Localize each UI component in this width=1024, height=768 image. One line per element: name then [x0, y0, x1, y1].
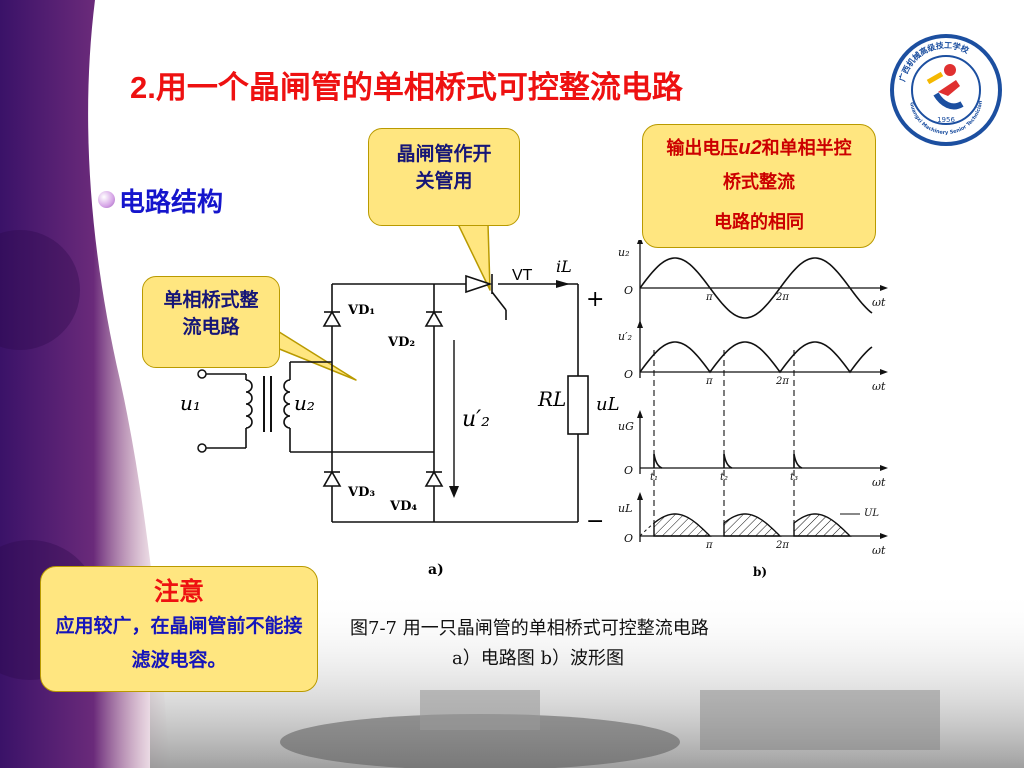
page-title: 2.用一个晶闸管的单相桥式可控整流电路	[130, 62, 683, 107]
logo-figure-icon	[938, 80, 960, 96]
output-callout: 输出电压u2和单相半控桥式整流 电路的相同	[642, 124, 876, 248]
panel-2-xlabel: ωt	[872, 476, 886, 489]
label-vd2: VD₂	[387, 335, 415, 350]
ul-hatched-segment-0	[653, 513, 712, 537]
label-u2-prime: u′₂	[462, 407, 490, 432]
panel-2-ylabel: uG	[618, 420, 634, 433]
label-plus: +	[586, 287, 604, 312]
output-text-part1: 输出电压	[666, 138, 739, 159]
panel-3-y-arrow-icon	[637, 492, 643, 500]
output-variable: u2	[738, 137, 762, 159]
il-arrow-icon	[556, 280, 570, 288]
panel-1-origin: O	[624, 368, 633, 381]
transformer-primary-coil	[245, 379, 253, 429]
output-text-part3: 电路的相同	[714, 212, 804, 233]
thyristor-vt	[465, 274, 507, 320]
panel-3-tick-0: π	[705, 540, 713, 551]
panel-2-tick-0: t₁	[650, 472, 658, 483]
diode-vd4	[424, 470, 444, 487]
figure-caption-line1: 图7-7 用一只晶闸管的单相桥式可控整流电路	[350, 618, 709, 639]
circuit-sublabel-a: a)	[428, 562, 444, 578]
panel-3-xlabel: ωt	[872, 544, 886, 557]
panel-0-xlabel: ωt	[872, 296, 886, 309]
panel-1-tick-1: 2π	[775, 376, 789, 387]
logo-year: 1956	[937, 116, 955, 124]
diode-vd1	[322, 310, 342, 327]
bullet-text: 电路结构	[119, 188, 224, 218]
bridge-callout-text: 单相桥式整流电路	[163, 289, 259, 338]
u2p-arrow-icon	[449, 486, 459, 498]
panel-1-y-arrow-icon	[637, 320, 643, 328]
panel-0-y-arrow-icon	[637, 240, 643, 244]
ul-hatched-segment-2	[793, 513, 852, 537]
label-vt: VT	[512, 267, 533, 284]
school-logo: 广西机械高级技工学校 Guangxi Machinery Senior Tech…	[890, 34, 1002, 146]
gate-pulse-0	[653, 453, 663, 469]
diode-vd3	[322, 470, 342, 487]
input-terminal-top	[197, 369, 207, 379]
panel-0-origin: O	[624, 284, 633, 297]
circuit-diagram: VD₁ VD₂ VD₃ VD₄ VT iL u₁ u₂ u′₂ RL uL + …	[180, 257, 620, 578]
panel-2-tick-1: t₂	[720, 472, 728, 483]
gate-pulse-2	[793, 453, 803, 469]
label-vd4: VD₄	[389, 499, 417, 514]
label-ul: uL	[596, 394, 620, 415]
waveform-sublabel-b: b)	[753, 565, 767, 579]
switch-callout-text: 晶闸管作开关管用	[396, 143, 492, 192]
note-callout: 注意 应用较广，在晶闸管前不能接滤波电容。	[40, 566, 318, 692]
title-number: 2.	[130, 70, 156, 105]
label-vd1: VD₁	[347, 303, 375, 318]
ul-annotation: UL	[864, 508, 879, 519]
logo-figure-head-icon	[944, 64, 956, 76]
bullet-item: 电路结构	[98, 182, 223, 219]
label-u1: u₁	[180, 391, 201, 415]
panel-2-tick-2: t₃	[790, 472, 798, 483]
output-text-part2: 和单相半控桥式整流	[723, 138, 852, 193]
figure-caption-line2: a）电路图 b）波形图	[452, 648, 624, 669]
waveform-u2	[639, 257, 873, 319]
load-resistor	[567, 375, 589, 435]
panel-1-xlabel: ωt	[872, 380, 886, 393]
panel-0-x-arrow-icon	[880, 285, 888, 291]
transformer-secondary-coil	[283, 379, 291, 429]
panel-2-x-arrow-icon	[880, 465, 888, 471]
bridge-callout: 单相桥式整流电路	[142, 276, 280, 368]
note-body: 应用较广，在晶闸管前不能接滤波电容。	[55, 615, 303, 671]
panel-2-y-arrow-icon	[637, 410, 643, 418]
panel-1-tick-0: π	[705, 376, 713, 387]
panel-3-ylabel: uL	[618, 502, 632, 515]
note-title: 注意	[153, 577, 204, 606]
waveform-ul-dashed	[639, 522, 655, 537]
panel-0-tick-1: 2π	[775, 292, 789, 303]
label-rl: RL	[537, 387, 566, 411]
gate-pulse-1	[723, 453, 733, 469]
label-il: iL	[556, 257, 572, 276]
panel-0-tick-0: π	[705, 292, 713, 303]
label-vd3: VD₃	[347, 485, 375, 500]
output-callout-text: 输出电压u2和单相半控桥式整流	[661, 131, 857, 200]
waveform-u2-prime	[639, 341, 873, 374]
panel-0-ylabel: u₂	[618, 246, 630, 259]
panel-3-x-arrow-icon	[880, 533, 888, 539]
panel-3-origin: O	[624, 532, 633, 545]
label-u2: u₂	[294, 391, 315, 415]
title-text: 用一个晶闸管的单相桥式可控整流电路	[155, 70, 683, 106]
bullet-dot-icon	[98, 191, 115, 208]
label-minus: −	[586, 509, 604, 534]
panel-3-tick-1: 2π	[775, 540, 789, 551]
ul-hatched-segment-1	[723, 513, 782, 537]
panel-1-ylabel: u′₂	[618, 330, 632, 343]
switch-callout: 晶闸管作开关管用	[368, 128, 520, 226]
panel-1-x-arrow-icon	[880, 369, 888, 375]
diode-vd2	[424, 310, 444, 327]
input-terminal-bottom	[197, 443, 207, 453]
panel-2-origin: O	[624, 464, 633, 477]
